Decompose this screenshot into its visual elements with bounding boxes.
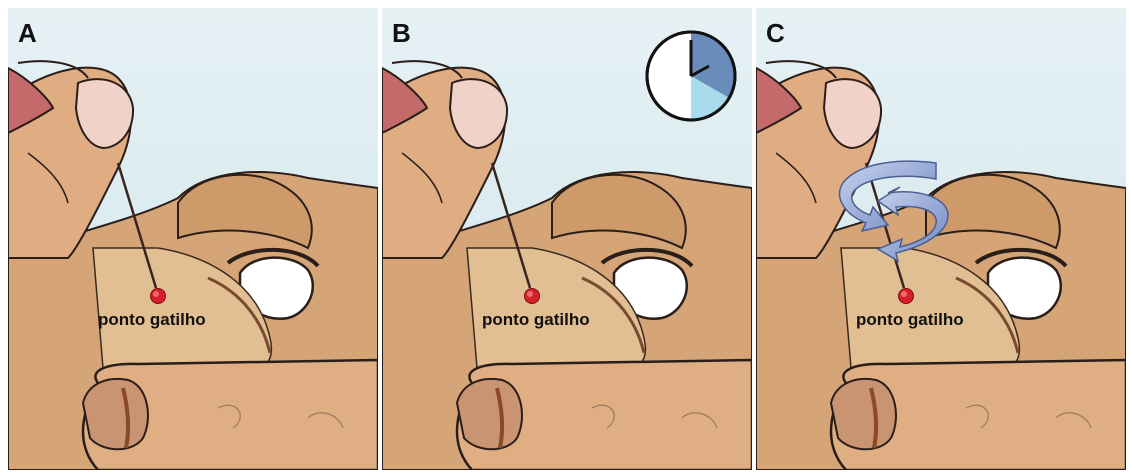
panel-letter: C bbox=[766, 18, 785, 49]
rotation-arrows-icon bbox=[818, 153, 958, 273]
panel-letter: A bbox=[18, 18, 37, 49]
trigger-point-label: ponto gatilho bbox=[482, 310, 590, 330]
panel-c: C ponto gatilho bbox=[756, 8, 1126, 470]
panel-a: A ponto gatilho bbox=[8, 8, 378, 470]
trigger-point-label: ponto gatilho bbox=[856, 310, 964, 330]
clock-icon bbox=[641, 26, 741, 126]
panel-letter: B bbox=[392, 18, 411, 49]
panel-b: B ponto gatilho bbox=[382, 8, 752, 470]
trigger-point-label: ponto gatilho bbox=[98, 310, 206, 330]
hand-needle-illustration bbox=[8, 8, 378, 470]
